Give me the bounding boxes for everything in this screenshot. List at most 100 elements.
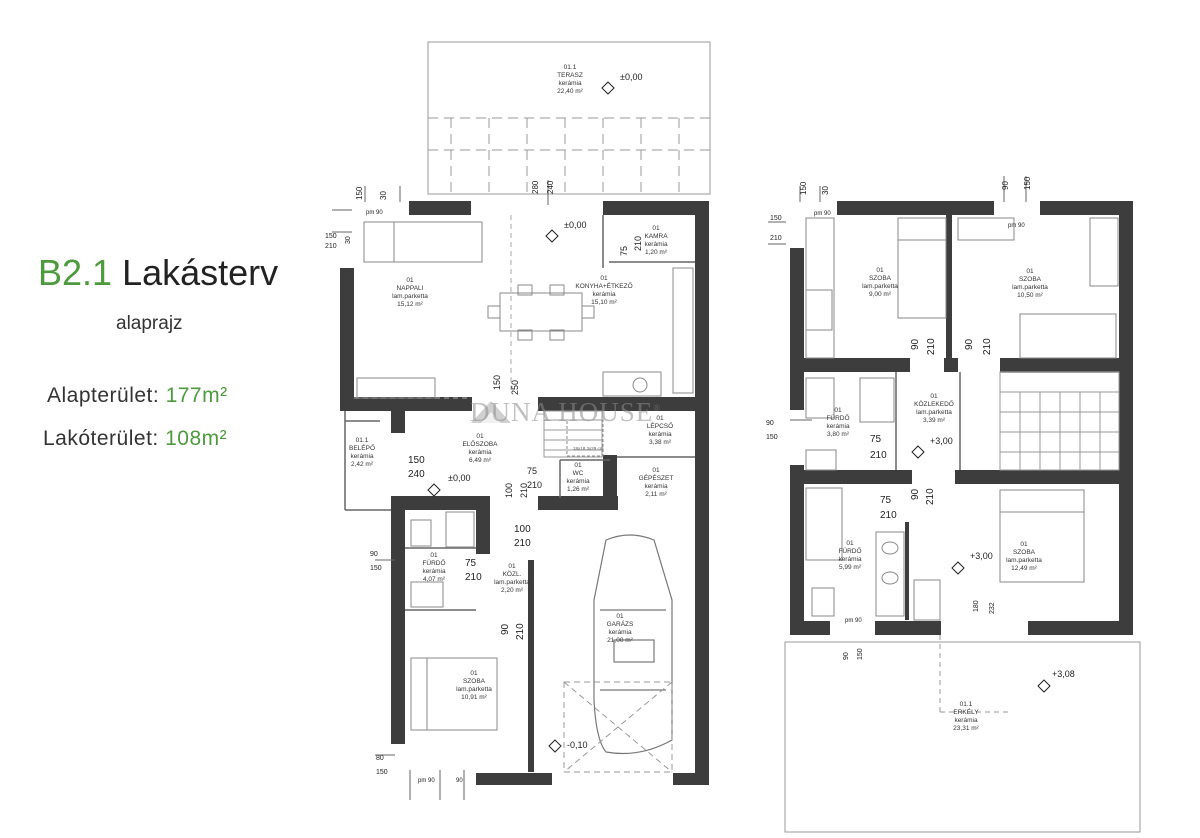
svg-text:75: 75 [880, 495, 892, 506]
svg-text:210: 210 [880, 510, 897, 521]
room-label-szoba2: 01 SZOBA lam.parketta 9,00 m² [862, 267, 898, 298]
svg-text:+3,08: +3,08 [1052, 669, 1075, 679]
svg-text:90: 90 [910, 488, 921, 500]
svg-text:100: 100 [504, 483, 514, 498]
room-label-szoba1: 01 SZOBA lam.parketta 10,91 m² [456, 670, 492, 701]
svg-text:210: 210 [325, 243, 337, 250]
svg-text:150: 150 [325, 233, 337, 240]
level-marker-entry: ±0,00 [427, 473, 470, 497]
svg-text:LÉPCSŐ: LÉPCSŐ [647, 421, 673, 430]
upper-floor [768, 176, 1141, 833]
svg-text:150: 150 [770, 215, 782, 222]
svg-text:01: 01 [406, 277, 414, 284]
svg-text:lam.parketta: lam.parketta [392, 293, 428, 300]
ground-walls [340, 201, 709, 785]
svg-text:150: 150 [408, 455, 425, 466]
svg-text:30: 30 [821, 186, 830, 195]
room-label-furdo1: 01 FÜRDŐ kerámia 4,07 m² [422, 552, 446, 583]
svg-text:FÜRDŐ: FÜRDŐ [422, 558, 445, 567]
svg-text:kerámia: kerámia [644, 241, 668, 248]
svg-text:WC: WC [573, 470, 584, 477]
svg-text:210: 210 [870, 450, 887, 461]
svg-text:22,40 m²: 22,40 m² [557, 88, 583, 95]
room-label-lepcso: 01 LÉPCSŐ kerámia 3,38 m² [647, 415, 673, 446]
svg-text:90: 90 [456, 778, 463, 784]
svg-text:SZOBA: SZOBA [1019, 276, 1042, 283]
stat-label: Alapterület: [47, 384, 160, 407]
level-marker-ground: ±0,00 [545, 220, 586, 243]
level-marker-upper2: +3,00 [951, 551, 993, 575]
svg-text:150: 150 [376, 769, 388, 776]
svg-text:210: 210 [982, 338, 993, 355]
svg-text:kerámia: kerámia [838, 556, 862, 563]
svg-text:SZOBA: SZOBA [1013, 549, 1036, 556]
svg-text:23,31 m²: 23,31 m² [953, 725, 979, 732]
stat-living-area: Lakóterület: 108m² [43, 427, 227, 451]
svg-text:210: 210 [926, 338, 937, 355]
dunahouse-logo-icon [471, 401, 511, 423]
svg-text:pm 90: pm 90 [814, 211, 831, 217]
level-marker-garage: -0,10 [548, 739, 588, 753]
room-label-konyha: 01 KONYHA+ÉTKEZŐ kerámia 15,10 m² [575, 275, 632, 306]
upper-stair [999, 371, 1120, 471]
svg-text:4,07 m²: 4,07 m² [423, 576, 446, 583]
svg-text:2,42 m²: 2,42 m² [351, 461, 374, 468]
svg-text:kerámia: kerámia [608, 629, 632, 636]
room-labels: 01.1 TERASZ kerámia 22,40 m² 01 NAPPALI … [349, 64, 1048, 732]
stat-base-area: Alapterület: 177m² [47, 384, 228, 408]
level-markers: ±0,00 ±0,00 ±0,00 +3,00 +3,00 +3,08 -0,1… [427, 72, 1075, 753]
svg-text:80: 80 [376, 755, 384, 762]
room-label-nappali: 01 NAPPALI lam.parketta 15,12 m² [392, 277, 428, 308]
room-label-eloszoba: 01 ELŐSZOBA kerámia 6,49 m² [462, 433, 498, 464]
room-label-furdo3: 01 FÜRDŐ kerámia 5,99 m² [838, 540, 862, 571]
svg-text:90: 90 [1001, 181, 1010, 190]
svg-text:ERKÉLY: ERKÉLY [953, 707, 979, 716]
svg-text:210: 210 [633, 236, 643, 251]
svg-text:210: 210 [519, 483, 529, 498]
svg-text:kerámia: kerámia [566, 478, 590, 485]
svg-text:KÖZLEKEDŐ: KÖZLEKEDŐ [914, 399, 954, 408]
svg-text:01: 01 [600, 275, 608, 282]
svg-text:180: 180 [973, 600, 980, 612]
upper-dimension-ticks [768, 176, 1027, 421]
svg-text:150: 150 [370, 565, 382, 572]
watermark: DUNA HOUSE® [470, 397, 661, 428]
svg-text:210: 210 [465, 572, 482, 583]
svg-text:kerámia: kerámia [350, 453, 374, 460]
svg-text:21,00 m²: 21,00 m² [607, 637, 633, 644]
svg-text:210: 210 [527, 480, 542, 490]
stat-value: 108m² [165, 427, 228, 450]
upper-walls [790, 201, 1133, 635]
svg-text:±0,00: ±0,00 [448, 473, 470, 483]
room-label-wc: 01 WC kerámia 1,26 m² [566, 462, 590, 493]
svg-text:pm 90: pm 90 [366, 210, 383, 216]
svg-text:30: 30 [379, 191, 388, 200]
svg-text:90: 90 [370, 551, 378, 558]
svg-text:kerámia: kerámia [422, 568, 446, 575]
room-label-gepeszet: 01 GÉPÉSZET kerámia 2,11 m² [639, 467, 674, 498]
svg-text:01: 01 [652, 225, 660, 232]
svg-text:kerámia: kerámia [826, 423, 850, 430]
room-label-furdo2: 01 FÜRDŐ kerámia 3,80 m² [826, 407, 850, 438]
svg-text:01: 01 [430, 552, 438, 559]
watermark-text: DUNA HOUSE [470, 397, 654, 427]
ground-dashed [354, 215, 512, 399]
svg-text:10,50 m²: 10,50 m² [1017, 292, 1043, 299]
svg-text:12,49 m²: 12,49 m² [1011, 565, 1037, 572]
svg-text:240: 240 [408, 469, 425, 480]
svg-text:15,12 m²: 15,12 m² [397, 301, 423, 308]
svg-text:30: 30 [345, 236, 352, 244]
ground-dimension-ticks [332, 180, 549, 800]
svg-text:01: 01 [1020, 541, 1028, 548]
svg-text:1,20 m²: 1,20 m² [645, 249, 668, 256]
svg-text:01: 01 [508, 563, 516, 570]
ground-floor [332, 41, 711, 800]
plan-subtitle: alaprajz [116, 313, 183, 334]
svg-text:+3,00: +3,00 [930, 436, 953, 446]
svg-text:lam.parketta: lam.parketta [494, 579, 530, 586]
svg-text:01.1: 01.1 [960, 701, 973, 708]
svg-text:±0,00: ±0,00 [564, 220, 586, 230]
room-label-garazs: 01 GARÁZS kerámia 21,00 m² [607, 613, 634, 644]
svg-text:240: 240 [546, 180, 555, 194]
